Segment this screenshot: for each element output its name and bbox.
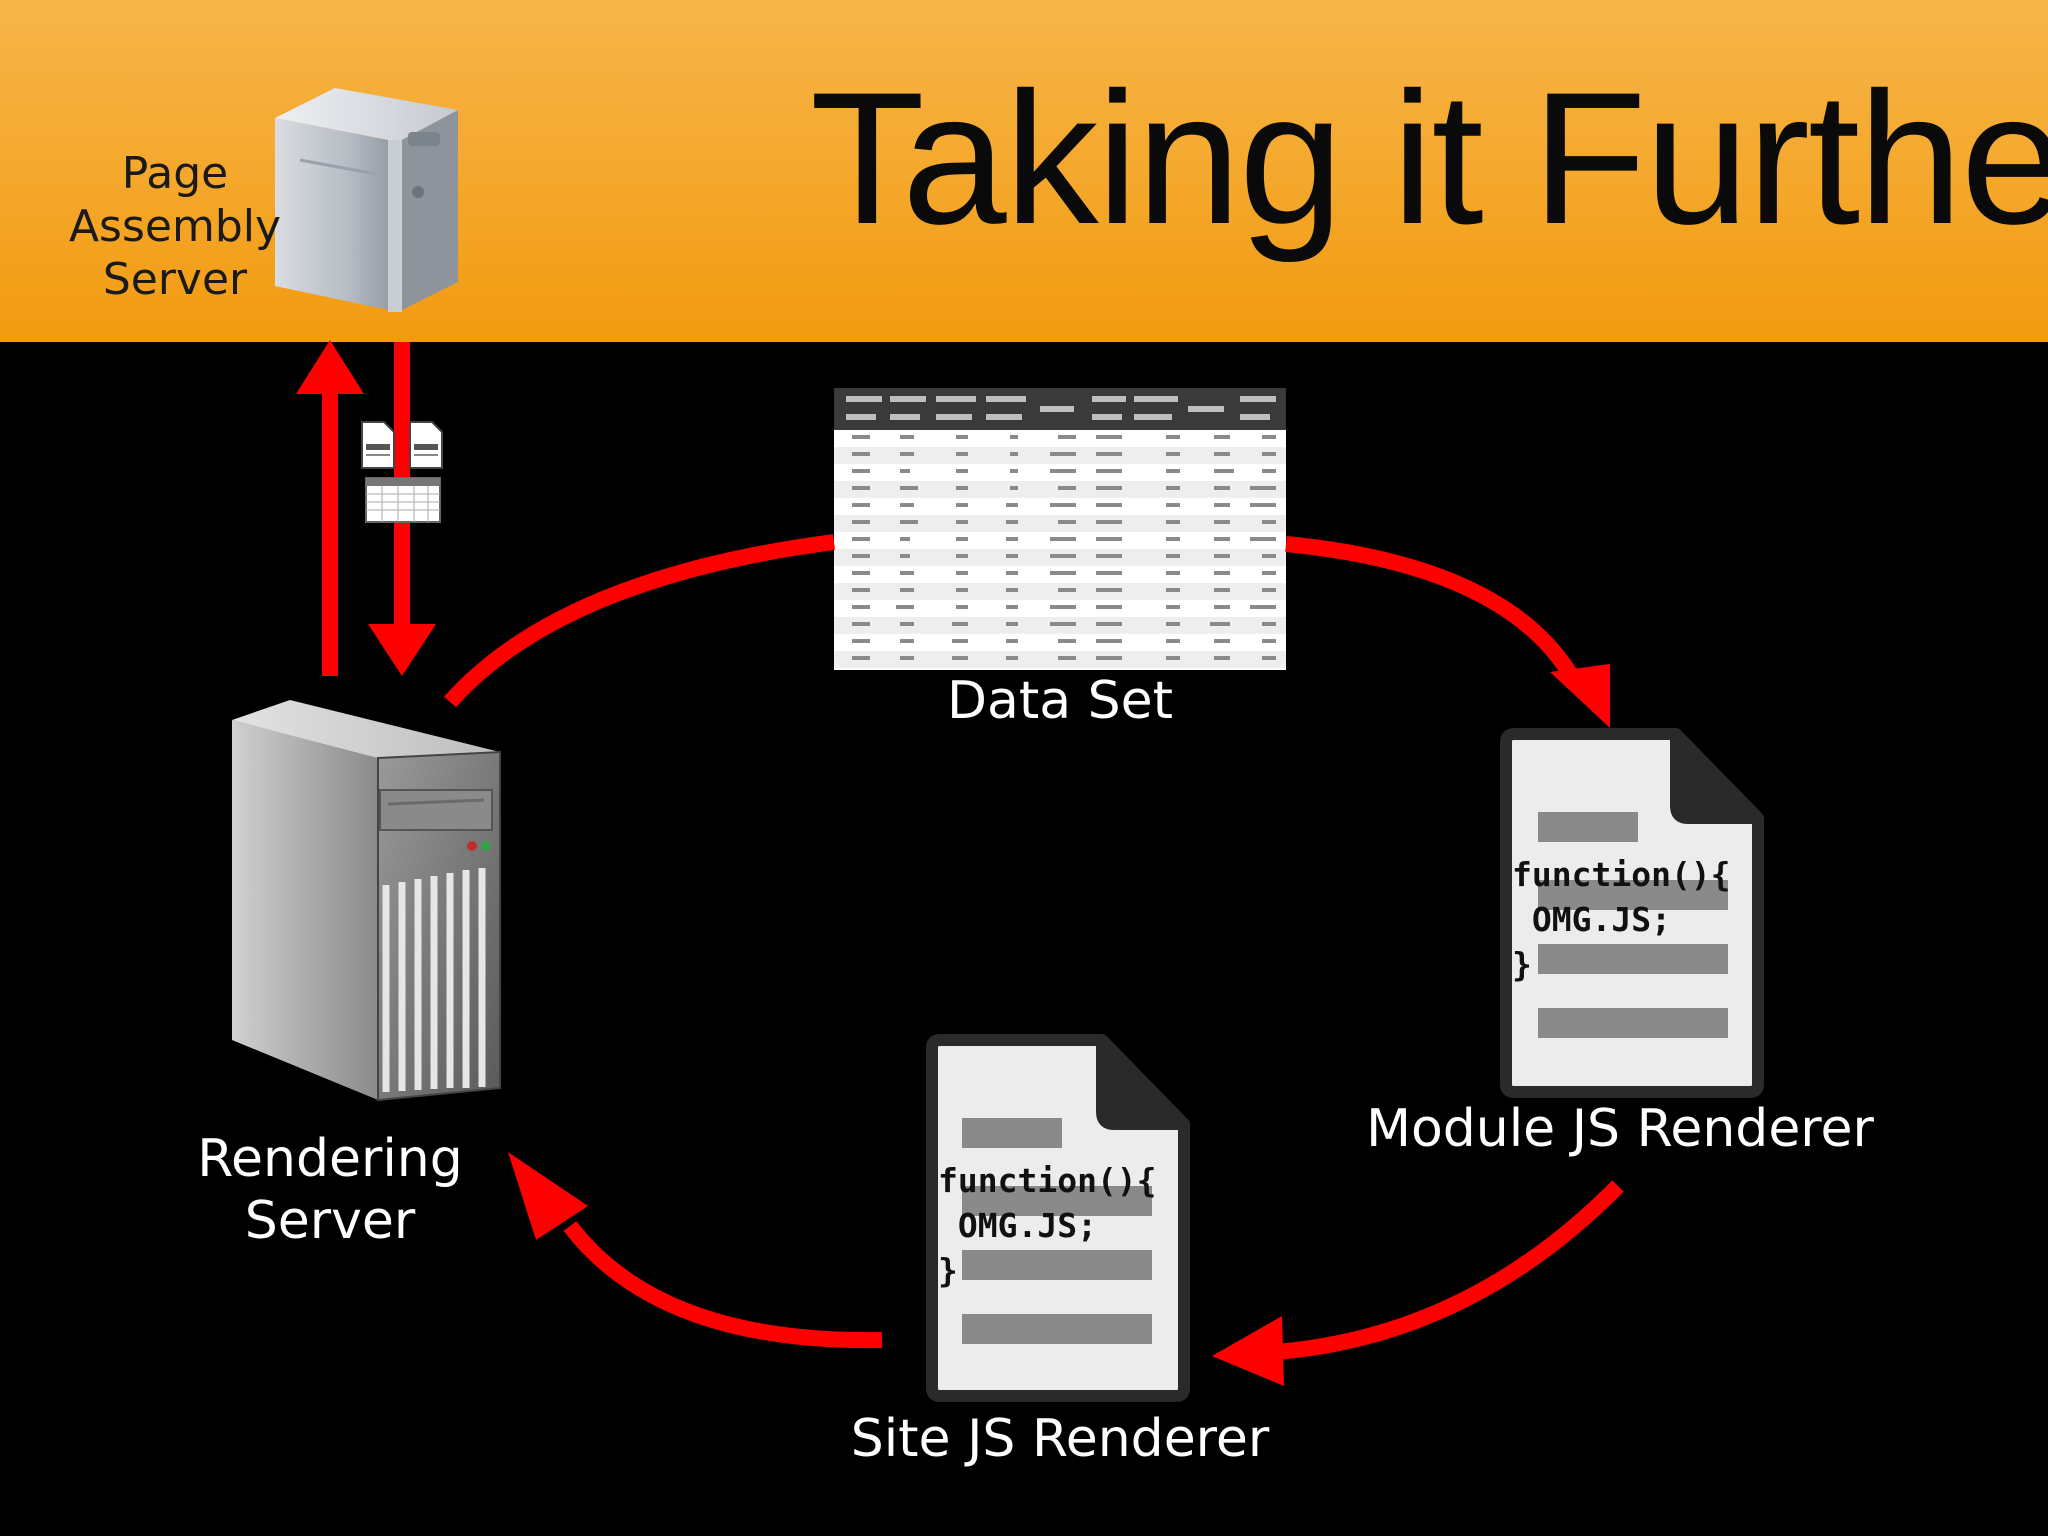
rendering-server-text: Rendering Server — [197, 1129, 463, 1252]
site-js-renderer-label: Site JS Renderer — [850, 1409, 1270, 1469]
arrow-to-page-assembly-server — [296, 340, 364, 676]
arrow-data-set-to-module-js-renderer — [1285, 536, 1610, 728]
site-js-renderer-icon — [926, 1034, 1190, 1402]
small-document-icon — [409, 421, 443, 469]
page-assembly-server-text: Page Assembly Server — [68, 148, 282, 305]
module-js-renderer-code: function(){ OMG.JS; } — [1512, 855, 1731, 984]
data-set-label: Data Set — [946, 671, 1174, 731]
site-js-renderer-code: function(){ OMG.JS; } — [938, 1161, 1157, 1290]
arrow-module-js-renderer-to-site-js-renderer — [1212, 1180, 1624, 1386]
page-assembly-server-label: Page Assembly Server — [60, 148, 290, 306]
small-table-icon — [365, 477, 441, 523]
payload-icon — [361, 421, 443, 523]
module-js-renderer-icon — [1500, 728, 1764, 1098]
data-set-icon — [834, 388, 1286, 670]
rendering-server-icon — [232, 700, 501, 1102]
rendering-server-label: Rendering Server — [170, 1128, 490, 1253]
arrow-site-js-renderer-to-rendering-server — [508, 1152, 883, 1349]
arrow-rendering-server-to-data-set — [444, 534, 836, 708]
page-assembly-server-icon — [275, 88, 458, 312]
module-js-renderer-label: Module JS Renderer — [1366, 1099, 1874, 1159]
small-document-icon — [361, 421, 395, 469]
slide-title: Taking it Further — [810, 53, 2048, 263]
